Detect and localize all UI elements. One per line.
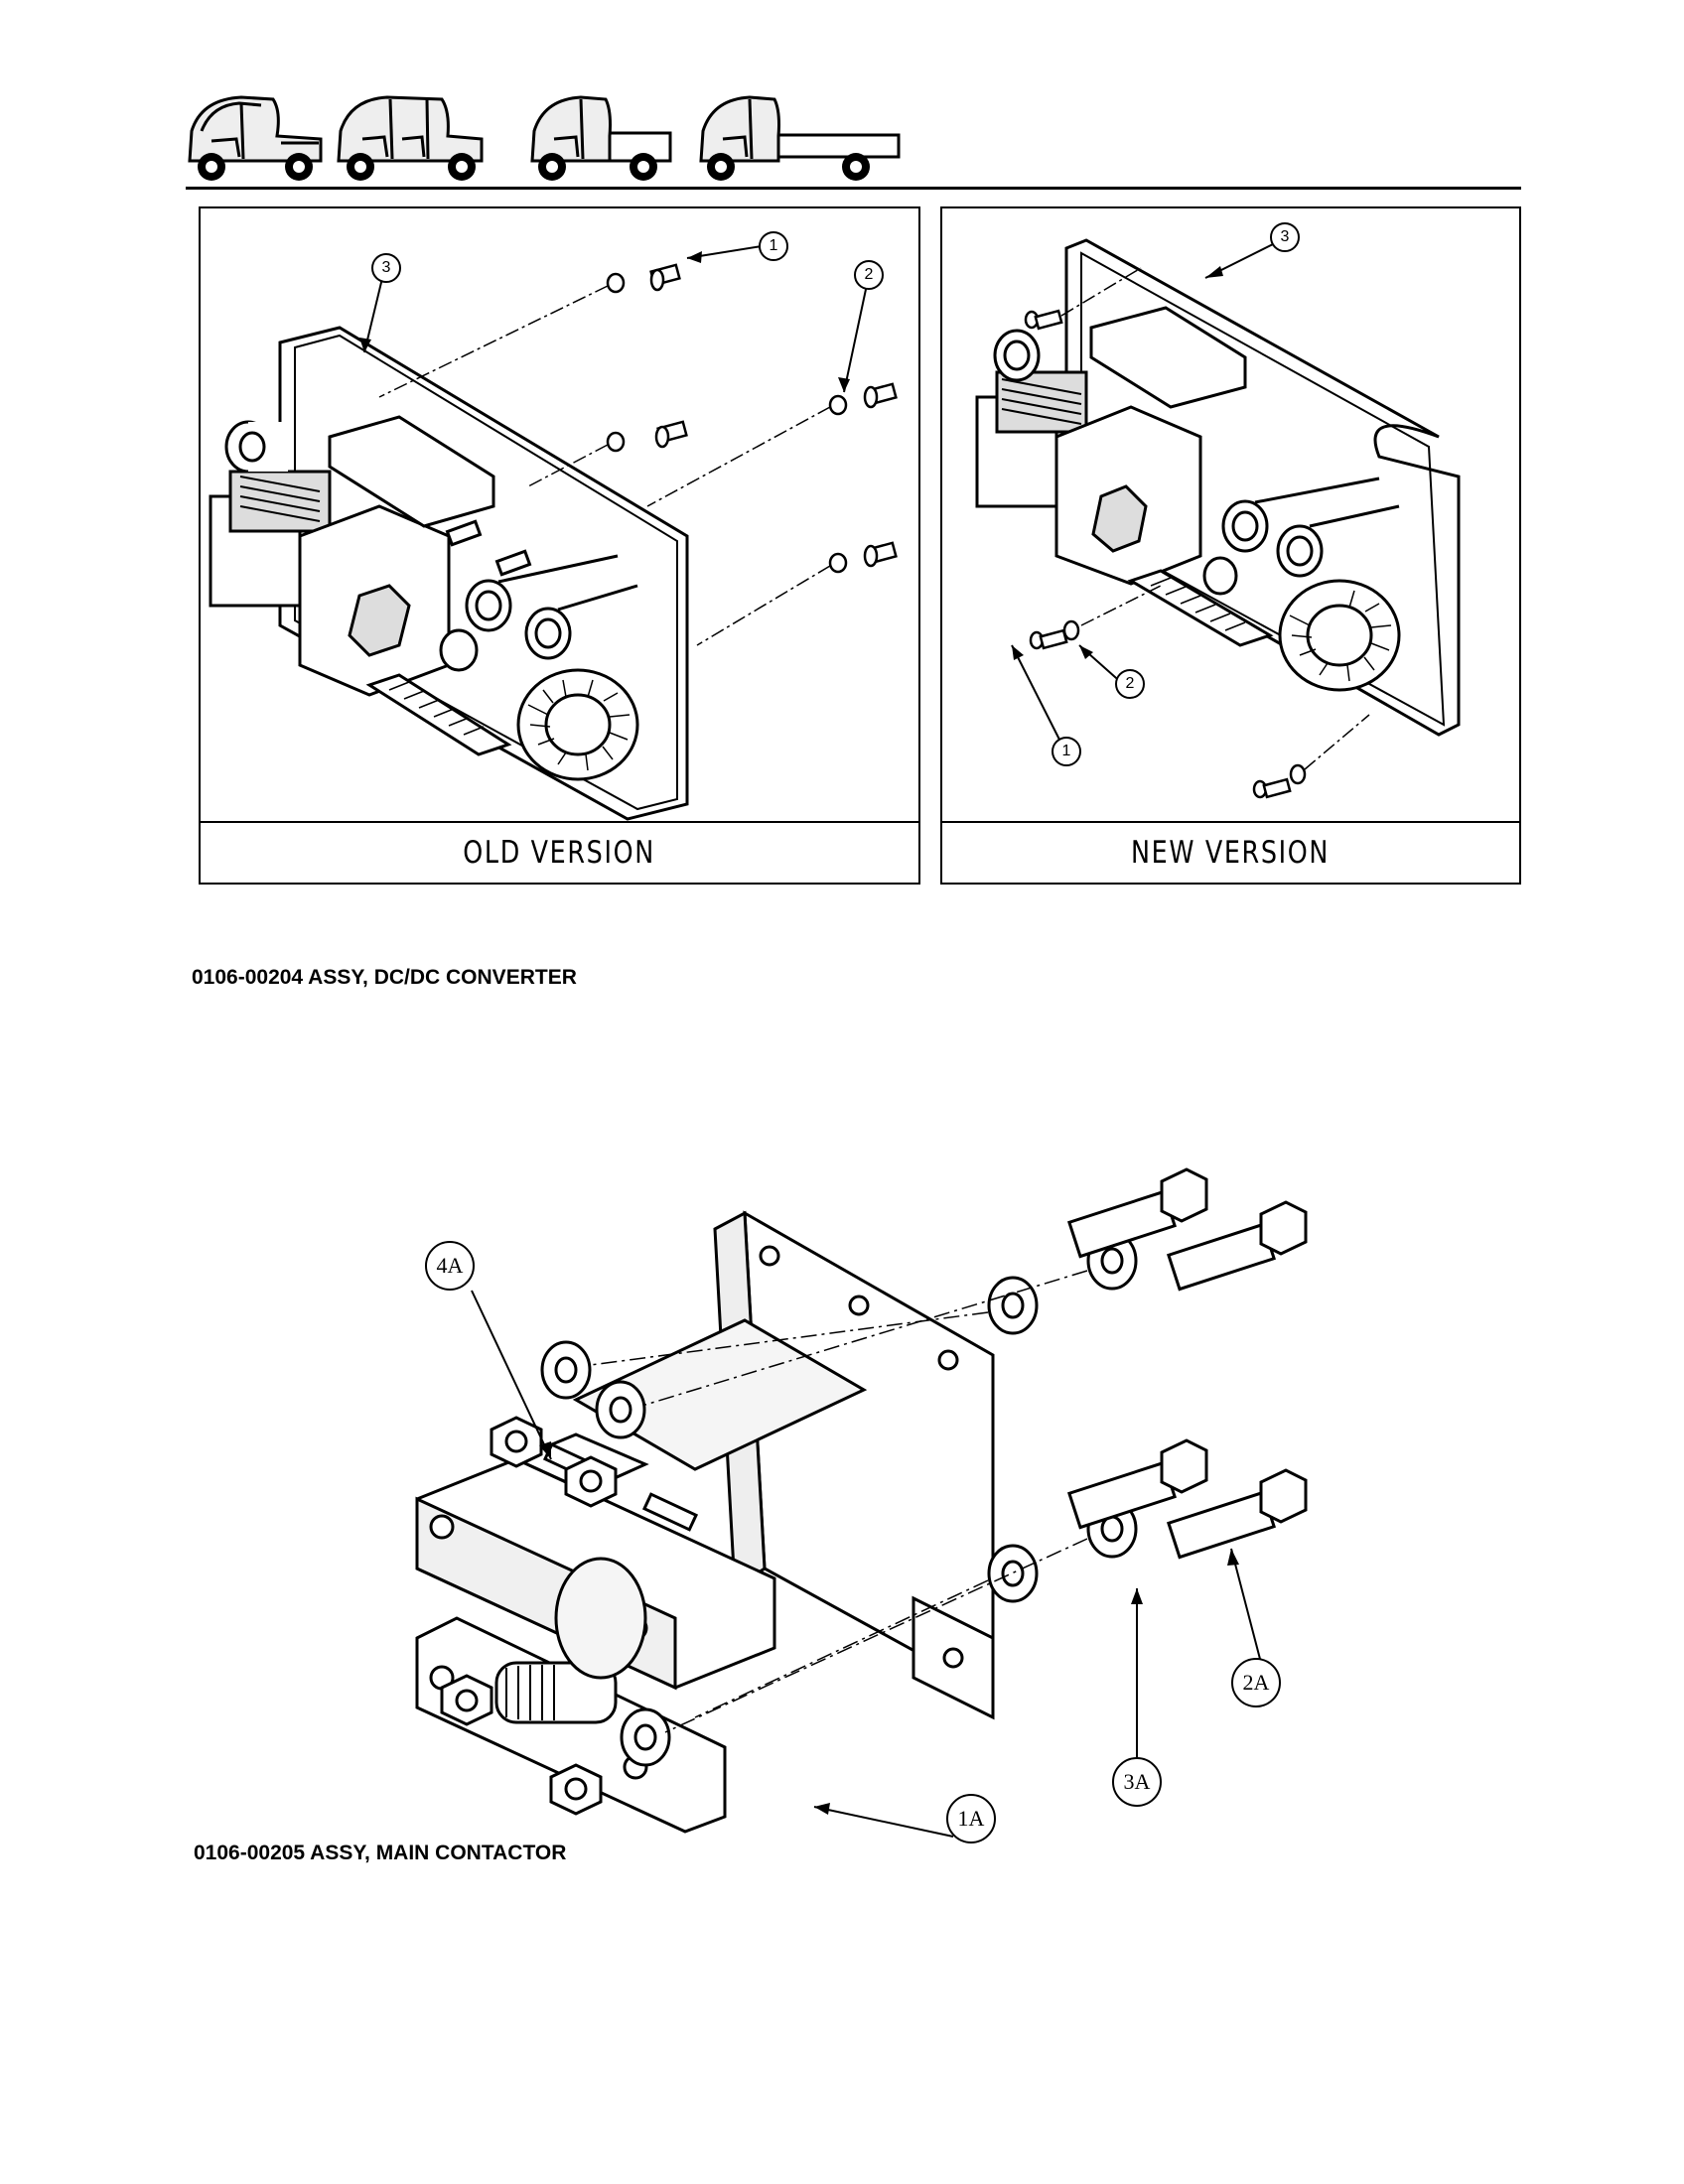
old-version-panel: 1 2 3 OLD VERSION <box>199 206 920 885</box>
dcdc-converter-title: 0106-00204 ASSY, DC/DC CONVERTER <box>192 966 577 989</box>
old-version-caption: OLD VERSION <box>463 835 656 871</box>
header-rule <box>186 187 1521 190</box>
vehicle-long-bed-icon <box>699 95 901 181</box>
callout-2: 2 <box>854 260 884 290</box>
callout-3: 3 <box>371 253 401 283</box>
old-dcdc-converter-drawing <box>209 245 898 821</box>
vehicle-short-bed-icon <box>530 95 672 181</box>
callout-3: 3 <box>1270 222 1300 252</box>
callout-1: 1 <box>759 231 788 261</box>
callout-4a: 4A <box>425 1241 475 1291</box>
new-version-panel: 1 2 3 NEW VERSION <box>940 206 1521 885</box>
vehicle-2-seat-icon <box>188 95 323 181</box>
callout-3a: 3A <box>1112 1757 1162 1807</box>
old-version-caption-box: OLD VERSION <box>201 821 918 883</box>
main-contactor-drawing <box>415 1167 1308 1838</box>
new-dcdc-converter-drawing <box>975 238 1461 799</box>
new-version-caption: NEW VERSION <box>1131 835 1331 871</box>
main-contactor-title: 0106-00205 ASSY, MAIN CONTACTOR <box>194 1842 567 1864</box>
new-version-caption-box: NEW VERSION <box>942 821 1519 883</box>
callout-2: 2 <box>1115 669 1145 699</box>
callout-1: 1 <box>1052 737 1081 766</box>
vehicle-4-seat-icon <box>337 95 484 181</box>
callout-1a: 1A <box>946 1794 996 1843</box>
callout-2a: 2A <box>1231 1658 1281 1707</box>
